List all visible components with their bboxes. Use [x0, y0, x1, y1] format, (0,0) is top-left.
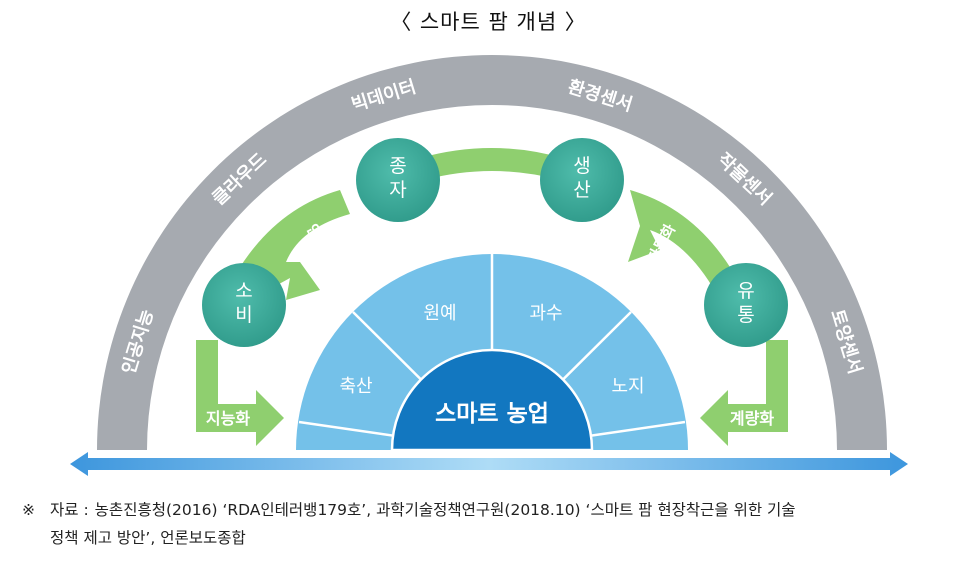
- sector-horticulture: 원예: [423, 303, 456, 324]
- sector-fruit-trees: 과수: [529, 303, 562, 324]
- source-label: 자료 :: [50, 501, 89, 519]
- arrow-label-intelligent: 지능화: [206, 409, 250, 428]
- source-note: ※ 자료 : 농촌진흥청(2016) ‘RDA인테러뱅179호’, 과학기술정책연구…: [22, 496, 962, 552]
- sector-open-field: 노지: [611, 376, 644, 397]
- center-label: 스마트 농업: [435, 401, 549, 427]
- source-line-2: 정책 제고 방안’, 언론보도종합: [50, 529, 246, 547]
- note-mark: ※: [22, 501, 35, 519]
- arrow-label-quantified: 계량화: [730, 409, 774, 428]
- outer-tech-arc: [97, 55, 887, 450]
- diagram-title: 〈 스마트 팜 개념 〉: [390, 10, 587, 34]
- base-arrow: [70, 452, 908, 476]
- arrow-label-linked: 연계화: [303, 221, 338, 266]
- source-line-1: 농촌진흥청(2016) ‘RDA인테러뱅179호’, 과학기술정책연구원(201…: [94, 501, 796, 519]
- cycle-nodes: [202, 138, 788, 347]
- center-semicircle: [296, 254, 688, 452]
- sector-livestock: 축산: [339, 376, 372, 397]
